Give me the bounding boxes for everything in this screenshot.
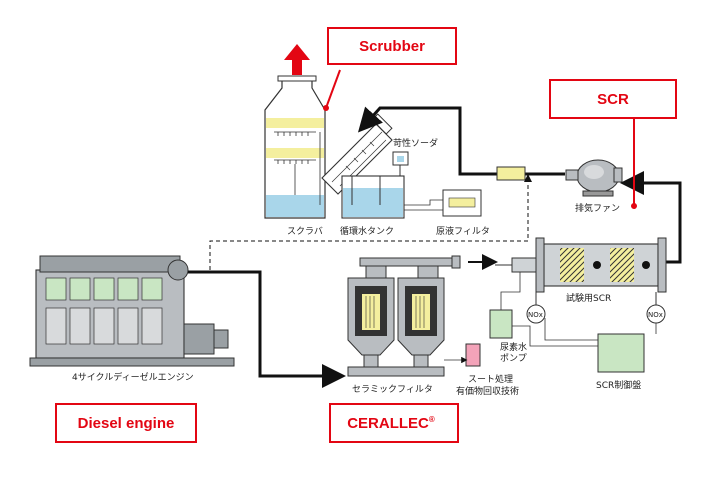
urea-pump-label-1: 尿素水 — [500, 341, 527, 353]
scr-callout-label: SCR — [597, 91, 629, 108]
urea-pump-label-2: ポンプ — [500, 353, 527, 364]
caustic-soda-label: 苛性ソーダ — [393, 137, 438, 149]
scrubber-water — [266, 195, 324, 217]
raw-filter-label: 原液フィルタ — [436, 225, 490, 237]
ceramic-filter-label: セラミックフィルタ — [352, 384, 433, 395]
line-sensor — [496, 166, 526, 181]
bypass-dashed-line — [209, 174, 532, 270]
circulation-tank: 循環水タンク — [340, 175, 405, 237]
soot-treatment-unit: スート処理 有価物回収技術 — [444, 343, 519, 397]
svg-text:NOx: NOx — [648, 311, 663, 319]
soot-label-1: スート処理 — [468, 373, 513, 385]
callout-scr: SCR — [549, 79, 677, 209]
soot-label-2: 有価物回収技術 — [456, 385, 519, 397]
cerallec-registered-mark: ® — [429, 415, 435, 424]
test-scr-label: 試験用SCR — [566, 292, 611, 304]
diesel-engine: 4サイクルディーゼルエンジン — [29, 255, 235, 383]
caustic-soda-unit: 苛性ソーダ — [392, 137, 438, 182]
raw-liquid-filter: 原液フィルタ — [404, 189, 490, 237]
scrubber-inlet-duct — [321, 123, 393, 195]
exhaust-fan: 排気ファン — [565, 159, 623, 214]
scrubber-callout-label: Scrubber — [359, 38, 425, 55]
scr-to-scrubber-line — [357, 106, 565, 176]
scr-control-panel: SCR制御盤 — [512, 318, 657, 391]
nox-sensor-right: NOx — [646, 292, 666, 324]
engine-label: 4サイクルディーゼルエンジン — [72, 371, 194, 383]
ceramic-filter-unit: セラミックフィルタ — [347, 255, 461, 395]
callout-scrubber: Scrubber — [323, 27, 457, 111]
test-scr-unit: 試験用SCR — [535, 237, 667, 304]
exhaust-up-arrow-icon — [284, 44, 310, 75]
engine-to-filter-line — [188, 270, 346, 388]
callout-diesel-engine: Diesel engine — [55, 403, 197, 443]
cerallec-callout-label: CERALLEC — [347, 415, 429, 432]
diesel-callout-label: Diesel engine — [78, 415, 175, 432]
nox-sensor-left: NOx — [526, 292, 546, 324]
urea-pump: 尿素水 ポンプ — [489, 272, 527, 364]
exhaust-fan-label: 排気ファン — [575, 202, 620, 214]
callout-cerallec: CERALLEC® — [329, 403, 459, 443]
svg-text:NOx: NOx — [528, 311, 543, 319]
svg-text:CERALLEC®: CERALLEC® — [347, 415, 435, 432]
scr-outlet-line — [620, 171, 682, 264]
scrubber-label: スクラバ — [287, 226, 323, 237]
scr-panel-label: SCR制御盤 — [596, 379, 641, 391]
scrubber-unit: スクラバ — [264, 44, 393, 237]
circulation-tank-label: 循環水タンク — [340, 225, 394, 237]
